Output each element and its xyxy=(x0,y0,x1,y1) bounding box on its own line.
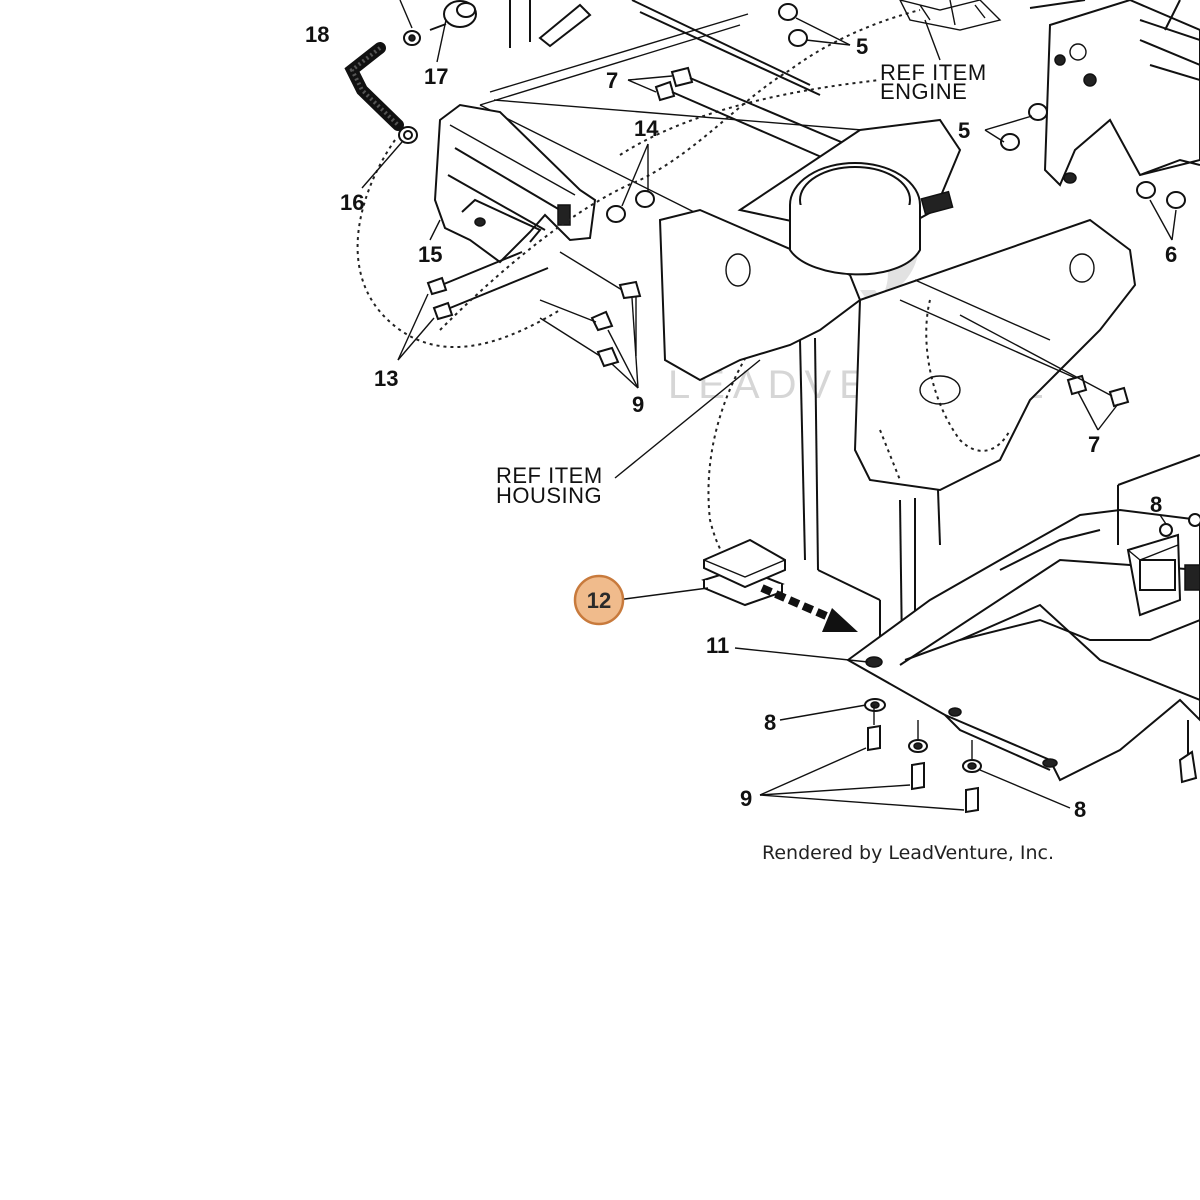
tray-hardware xyxy=(864,698,982,814)
callout-8-right[interactable]: 8 xyxy=(1074,797,1086,822)
callout-labels: 18 17 16 15 14 13 9 7 5 5 6 7 8 11 8 9 8 xyxy=(305,22,1177,822)
base-tray-part-11 xyxy=(846,454,1200,784)
ref-housing-line1: REF ITEM xyxy=(496,463,603,488)
housing-frame xyxy=(658,118,1137,651)
bracket-part-15 xyxy=(433,103,597,264)
callout-15[interactable]: 15 xyxy=(418,242,442,267)
nuts-part-6 xyxy=(1136,181,1186,209)
callout-9-lower[interactable]: 9 xyxy=(740,786,752,811)
callout-18[interactable]: 18 xyxy=(305,22,329,47)
callout-9-upper[interactable]: 9 xyxy=(632,392,644,417)
ref-engine-label: REF ITEM ENGINE xyxy=(880,60,987,104)
lever-part-18 xyxy=(344,42,404,131)
ref-housing-line2: HOUSING xyxy=(496,483,602,508)
nuts-part-5-upper xyxy=(778,3,808,47)
pad-part-12 xyxy=(701,538,858,632)
nuts-part-14 xyxy=(606,190,655,223)
callout-7-upper[interactable]: 7 xyxy=(606,68,618,93)
callout-5-upper[interactable]: 5 xyxy=(856,34,868,59)
callout-11[interactable]: 11 xyxy=(706,633,729,658)
bolts-part-13 xyxy=(426,251,549,321)
ref-engine-line2: ENGINE xyxy=(880,79,967,104)
callout-17[interactable]: 17 xyxy=(424,64,448,89)
highlight-circle[interactable] xyxy=(573,574,625,626)
screws-part-7-lower xyxy=(899,299,1130,408)
ref-engine-line1: REF ITEM xyxy=(880,60,987,85)
callout-7-lower[interactable]: 7 xyxy=(1088,432,1100,457)
callout-13[interactable]: 13 xyxy=(374,366,398,391)
highlighted-callout-12[interactable]: 12 xyxy=(573,574,625,626)
render-credit: Rendered by LeadVenture, Inc. xyxy=(762,842,1054,864)
callout-16[interactable]: 16 xyxy=(340,190,364,215)
engine-reference-shape xyxy=(899,0,1002,31)
callout-6[interactable]: 6 xyxy=(1165,242,1177,267)
assembly-dotted-lines xyxy=(356,9,921,581)
leader-lines xyxy=(361,0,1177,811)
callout-14[interactable]: 14 xyxy=(634,116,659,141)
knob-part-17 xyxy=(403,0,477,46)
callout-8-upper[interactable]: 8 xyxy=(1150,492,1162,517)
nut-part-16 xyxy=(398,126,418,144)
screws-part-7-upper xyxy=(654,66,861,167)
highlight-label[interactable]: 12 xyxy=(587,588,611,613)
ref-housing-label: REF ITEM HOUSING xyxy=(496,463,603,508)
callout-5-right[interactable]: 5 xyxy=(958,118,970,143)
nuts-part-5-right xyxy=(1000,103,1048,151)
callout-8-left[interactable]: 8 xyxy=(764,710,776,735)
bolts-part-9-upper xyxy=(539,251,642,368)
side-plate-assembly xyxy=(1029,0,1200,187)
